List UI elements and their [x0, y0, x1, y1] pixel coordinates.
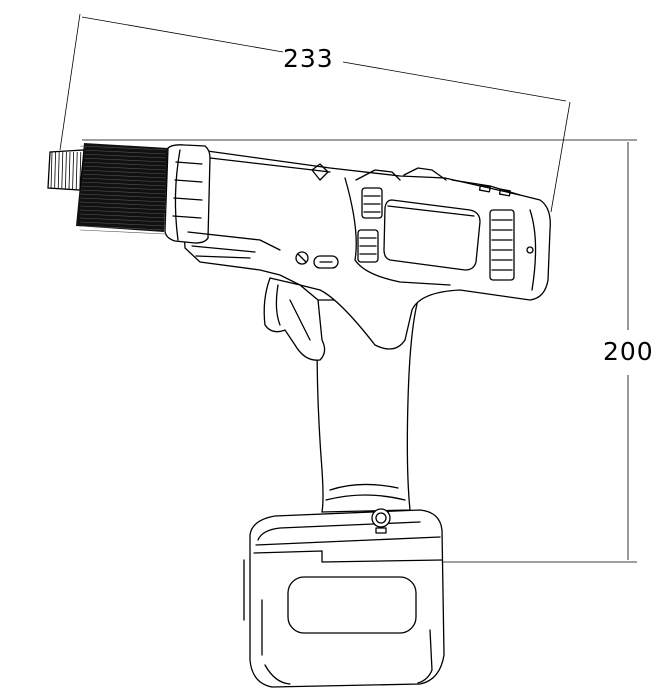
front-collar	[164, 144, 211, 244]
top-clip	[311, 163, 329, 181]
button-stack-right	[489, 209, 534, 281]
dimension-length: 233	[59, 13, 571, 213]
extension-line-left	[59, 13, 81, 151]
dimension-line-right	[342, 61, 567, 102]
display-screen	[383, 199, 481, 271]
battery-pack	[243, 509, 445, 688]
dimension-line-left	[81, 16, 284, 53]
knurled-nose	[76, 143, 168, 235]
bit-holder	[47, 149, 85, 191]
dimension-height: 200	[82, 139, 654, 563]
screwdriver-body	[47, 143, 551, 688]
height-value: 200	[603, 337, 654, 366]
trigger	[263, 277, 326, 361]
button-stack-left	[357, 187, 383, 263]
main-housing	[164, 144, 551, 361]
handle	[316, 299, 419, 534]
length-value: 233	[283, 44, 334, 73]
battery-label-panel	[287, 576, 417, 634]
screw-head	[371, 508, 391, 528]
extension-line-right	[550, 101, 571, 213]
direction-indicator-icon	[295, 251, 309, 265]
